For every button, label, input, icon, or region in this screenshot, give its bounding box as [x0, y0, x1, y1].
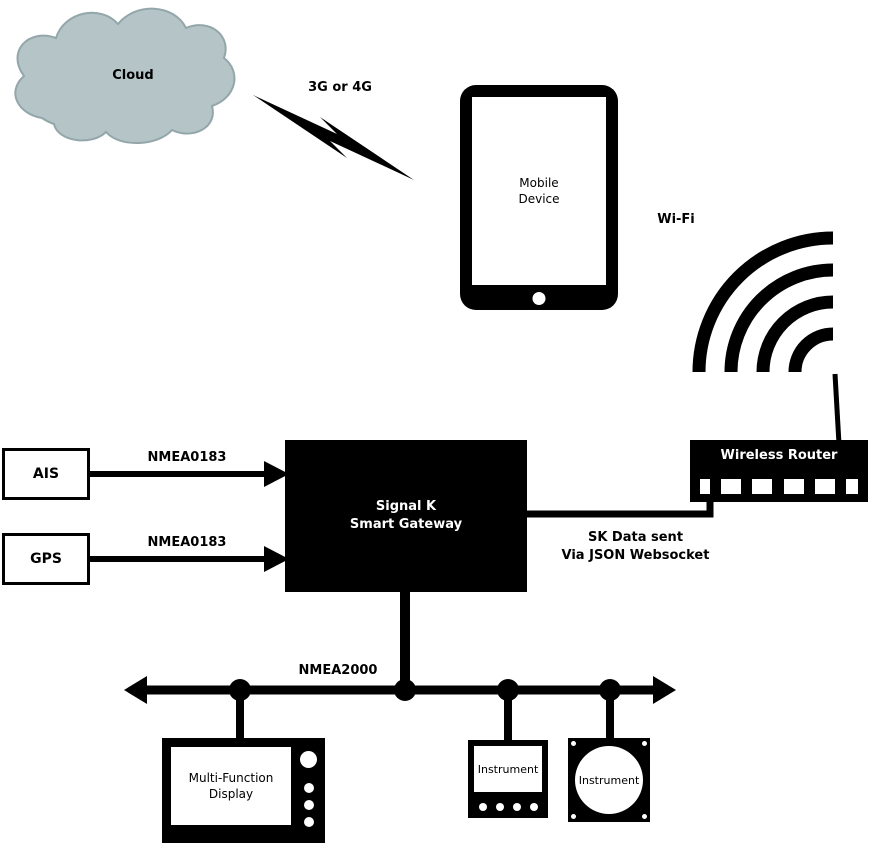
- mobile-device-label-line2: Device: [518, 192, 560, 206]
- router-port: [845, 479, 858, 494]
- instrument-2-screw: [571, 741, 576, 746]
- gateway-router-connector: [527, 500, 714, 518]
- instrument-1-label: Instrument: [477, 762, 539, 776]
- mfd-label-line2: Display: [208, 787, 254, 801]
- gateway-label-line2: Smart Gateway: [349, 517, 463, 532]
- multi-function-display: Multi-Function Display: [162, 738, 325, 843]
- bus-node-mfd: [229, 679, 251, 701]
- router-port: [814, 479, 835, 494]
- signal-k-gateway: Signal K Smart Gateway: [285, 440, 527, 592]
- gps-box: GPS: [2, 533, 90, 585]
- mobile-home-button: [532, 292, 546, 305]
- nmea0183-ais-label: NMEA0183: [147, 450, 227, 465]
- bus-arrowhead-right: [653, 676, 676, 704]
- instrument-2-dial: Instrument: [575, 746, 643, 814]
- mobile-device-label-line1: Mobile: [519, 176, 559, 190]
- instrument-1-buttons: [474, 803, 542, 811]
- mfd-button: [304, 783, 314, 793]
- bus-node-instrument1: [497, 679, 519, 701]
- gateway-label-line1: Signal K: [375, 499, 437, 514]
- mobile-device-label: Mobile Device: [518, 175, 559, 207]
- instrument-2-label: Instrument: [578, 773, 640, 787]
- gateway-label: Signal K Smart Gateway: [350, 498, 462, 534]
- router-port: [752, 479, 773, 494]
- instrument-1-screen: Instrument: [474, 746, 542, 792]
- instrument-2-screw: [571, 814, 576, 819]
- mfd-button: [304, 817, 314, 827]
- lightning-bolt-icon: [253, 95, 414, 180]
- wireless-router-label: Wireless Router: [720, 448, 838, 463]
- router-antenna: [832, 373, 842, 445]
- mfd-button: [304, 800, 314, 810]
- sk-data-label-line1: SK Data sent: [587, 530, 684, 545]
- mfd-screen: Multi-Function Display: [171, 747, 291, 825]
- gps-to-gateway-arrow: [90, 546, 289, 572]
- instrument-2-screw: [642, 814, 647, 819]
- router-port: [721, 479, 742, 494]
- instrument-2: Instrument: [568, 738, 650, 822]
- router-ports: [690, 465, 868, 502]
- wireless-router: Wireless Router: [690, 440, 868, 502]
- instrument-1-button: [495, 803, 504, 811]
- mfd-label-line1: Multi-Function: [188, 771, 274, 785]
- gps-label: GPS: [30, 551, 62, 567]
- mobile-device-screen: Mobile Device: [472, 97, 606, 285]
- bus-node-gateway: [394, 679, 416, 701]
- instrument-1: Instrument: [468, 740, 548, 818]
- cloud-shape: [14, 7, 236, 145]
- mfd-knob: [300, 751, 317, 768]
- sk-data-label-line2: Via JSON Websocket: [561, 548, 710, 563]
- mobile-device: Mobile Device: [460, 85, 618, 310]
- ais-label: AIS: [32, 466, 60, 482]
- link-3g4g-label: 3G or 4G: [308, 80, 372, 95]
- bus-node-instrument2: [599, 679, 621, 701]
- instrument-2-screw: [642, 741, 647, 746]
- ais-box: AIS: [2, 448, 90, 500]
- nmea0183-gps-label: NMEA0183: [147, 535, 227, 550]
- instrument-1-button: [478, 803, 487, 811]
- ais-to-gateway-arrow: [90, 461, 289, 487]
- sk-data-label: SK Data sent Via JSON Websocket: [538, 529, 733, 565]
- wifi-signal-icon: [692, 231, 834, 373]
- router-port: [783, 479, 804, 494]
- instrument-1-button: [529, 803, 538, 811]
- mfd-label: Multi-Function Display: [189, 770, 274, 802]
- bus-arrowhead-left: [124, 676, 147, 704]
- cloud-label: Cloud: [112, 68, 154, 83]
- instrument-1-button: [512, 803, 521, 811]
- router-port: [700, 479, 710, 494]
- wifi-label: Wi-Fi: [657, 212, 695, 227]
- nmea2000-label: NMEA2000: [298, 663, 378, 678]
